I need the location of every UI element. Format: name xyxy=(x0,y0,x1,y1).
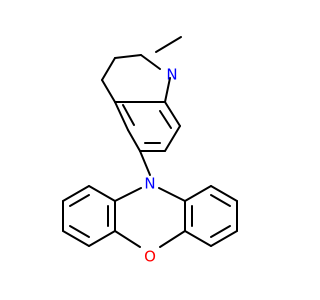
bond-methyl-n xyxy=(155,36,182,53)
bond-n-c2 xyxy=(140,54,161,70)
ring-nitrogen-label: N xyxy=(166,66,177,84)
bond-left-5 xyxy=(88,230,116,247)
bond-right-5 xyxy=(184,230,212,247)
bond-n10-c10a xyxy=(114,187,142,202)
phenoxazine-nitrogen-label: N xyxy=(144,175,155,193)
bond-right-2 xyxy=(210,185,238,202)
bond-c8a-c8 xyxy=(164,101,181,127)
bond-c4-c4a xyxy=(101,79,116,103)
bond-n10-c9a xyxy=(158,187,186,202)
bond-c6-c5 xyxy=(127,129,141,152)
bond-c6-n10 xyxy=(139,150,151,176)
bond-right-inner-1 xyxy=(210,194,231,207)
bond-c3-c4 xyxy=(101,57,116,81)
bond-c8a-n xyxy=(164,77,171,103)
bond-right-1 xyxy=(184,185,212,202)
bond-c2-c3 xyxy=(114,54,142,59)
bond-c4a-o xyxy=(114,230,141,248)
bond-c5a-o xyxy=(159,230,186,248)
phenoxazine-oxygen-label: O xyxy=(144,248,156,266)
bond-left-2 xyxy=(62,185,90,202)
bond-inner-c5-c4a xyxy=(122,104,135,126)
molecule-drawing: N N O xyxy=(62,36,238,266)
bond-right-inner-2 xyxy=(210,225,231,238)
bond-c8-c7 xyxy=(164,125,181,152)
bond-left-4 xyxy=(62,230,90,247)
bond-left-1 xyxy=(88,185,116,202)
bond-left-inner-1 xyxy=(69,194,90,207)
bond-right-4 xyxy=(210,230,238,247)
structure-canvas: N N O xyxy=(62,36,238,266)
bond-left-inner-2 xyxy=(69,225,90,238)
bond-inner-c8a-c8 xyxy=(159,110,172,129)
bond-c5-c4a xyxy=(114,101,129,131)
